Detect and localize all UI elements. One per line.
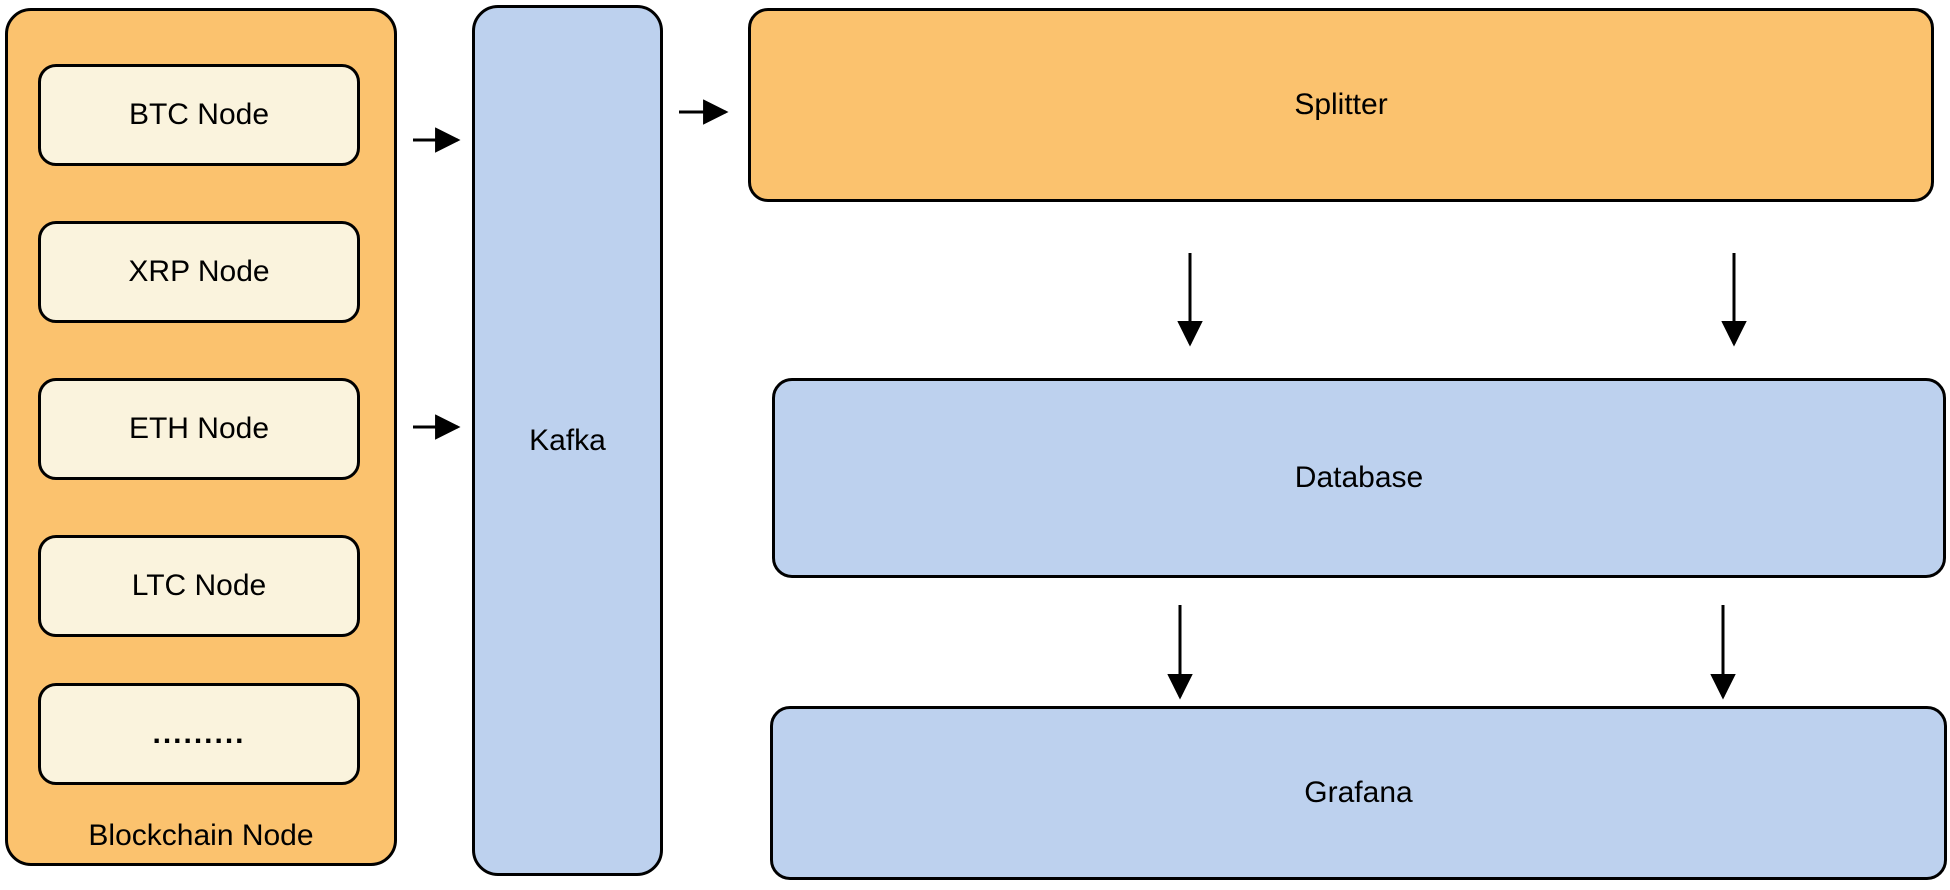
btc-node-label: BTC Node xyxy=(128,98,270,131)
grafana-box: Grafana xyxy=(770,706,1947,880)
eth-node-label: ETH Node xyxy=(128,412,270,445)
more-nodes-box: ......... xyxy=(38,683,360,785)
xrp-node-box: XRP Node xyxy=(38,221,360,323)
blockchain-node-panel: BTC Node XRP Node ETH Node LTC Node ....… xyxy=(5,8,397,866)
more-nodes-label: ......... xyxy=(152,717,246,750)
xrp-node-label: XRP Node xyxy=(128,255,270,288)
kafka-box: Kafka xyxy=(472,5,663,876)
ltc-node-label: LTC Node xyxy=(131,569,267,602)
eth-node-box: ETH Node xyxy=(38,378,360,480)
btc-node-box: BTC Node xyxy=(38,64,360,166)
ltc-node-box: LTC Node xyxy=(38,535,360,637)
blockchain-panel-label: Blockchain Node xyxy=(88,819,314,852)
database-box: Database xyxy=(772,378,1946,578)
database-label: Database xyxy=(1294,461,1424,494)
splitter-box: Splitter xyxy=(748,8,1934,202)
splitter-label: Splitter xyxy=(1294,88,1388,121)
kafka-label: Kafka xyxy=(529,423,606,457)
grafana-label: Grafana xyxy=(1304,776,1413,809)
